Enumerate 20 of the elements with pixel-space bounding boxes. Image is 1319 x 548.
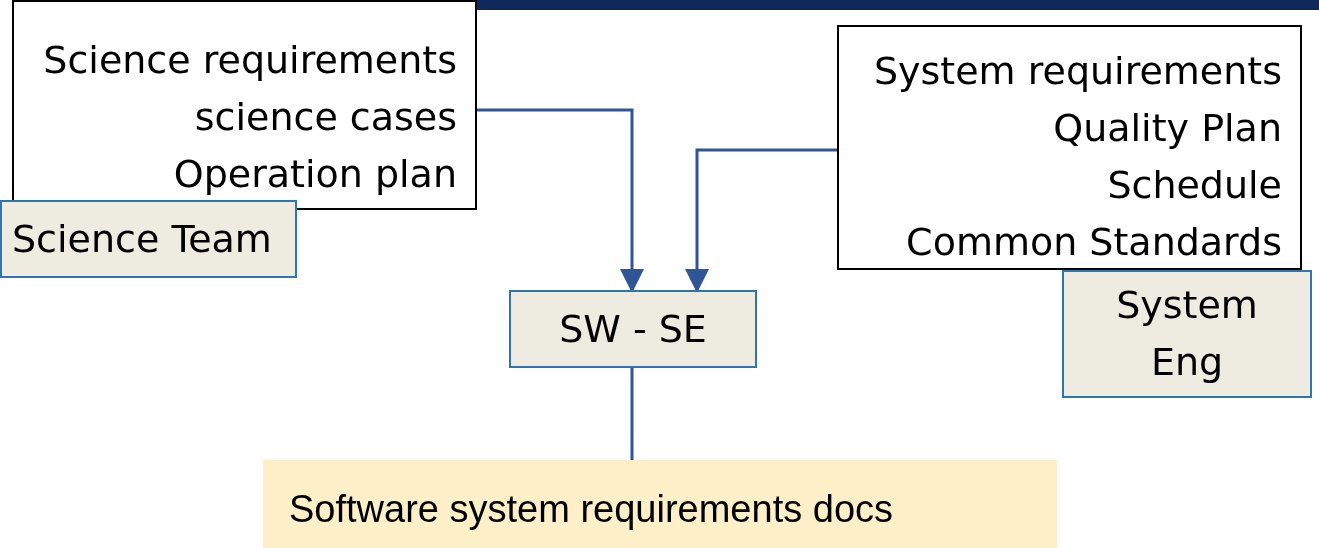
box-text: Software system requirements docs: [289, 486, 893, 532]
arrow: [477, 108, 644, 293]
box-text: System requirements: [873, 48, 1282, 95]
team-label-box: [0, 200, 297, 278]
box-text: Schedule: [1107, 162, 1282, 209]
box-text: Science requirements: [43, 37, 457, 84]
box-text: Quality Plan: [1053, 105, 1282, 152]
requirements-box: [837, 25, 1302, 270]
box-text: science cases: [194, 94, 457, 141]
box-text: Operation plan: [173, 151, 457, 198]
process-box: [509, 290, 757, 368]
team-label-box: [1062, 270, 1312, 398]
box-text: Common Standards: [906, 219, 1282, 266]
box-text: SW - SE: [559, 305, 707, 353]
connector-line: [630, 368, 634, 460]
box-text: System Eng: [1115, 282, 1259, 386]
requirements-box: [12, 0, 477, 210]
box-text: Science Team: [12, 215, 272, 263]
arrow: [685, 148, 837, 293]
output-box: [263, 460, 1057, 548]
